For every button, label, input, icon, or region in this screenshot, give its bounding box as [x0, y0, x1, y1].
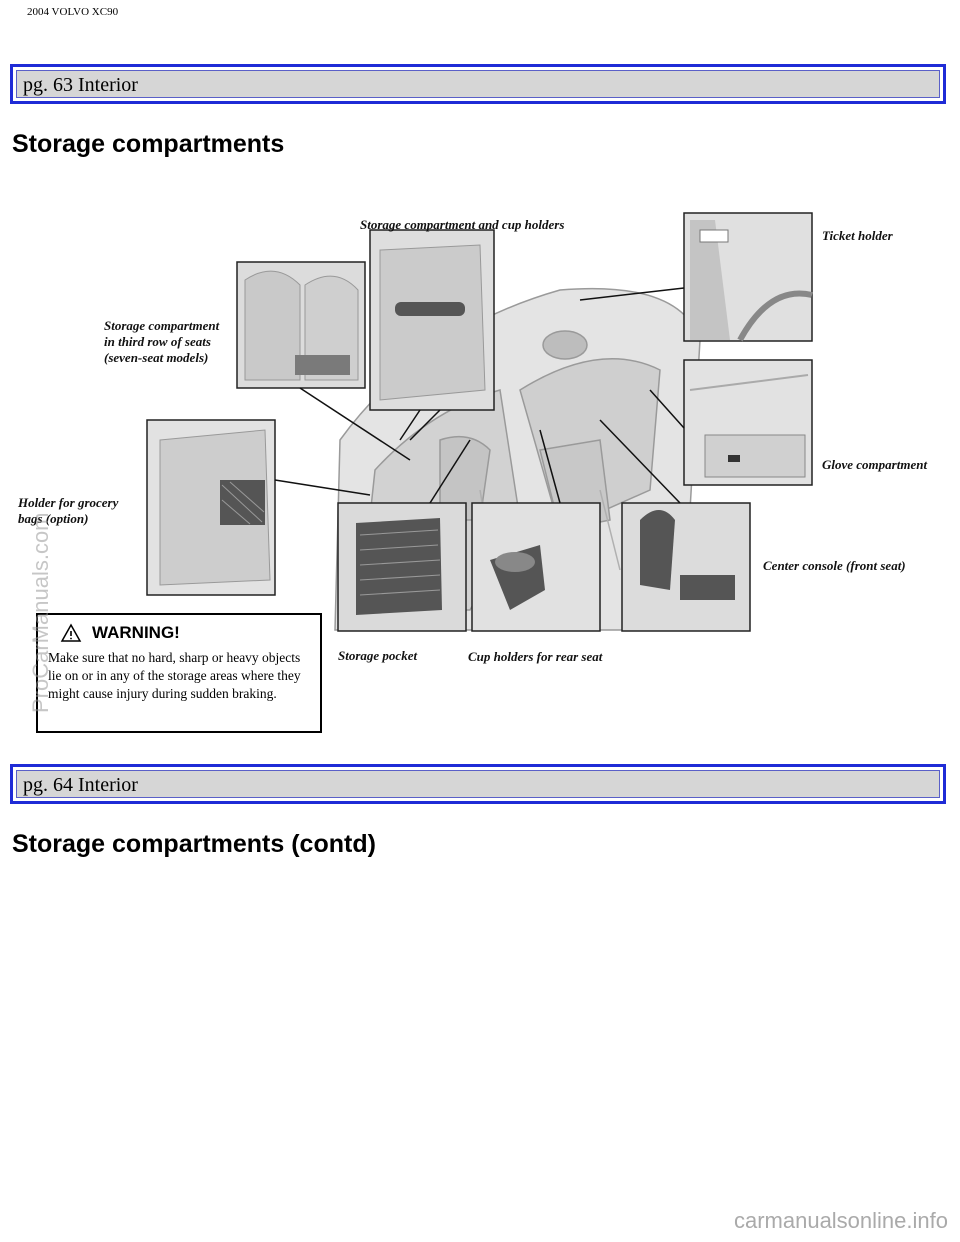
warning-heading: WARNING!: [60, 623, 310, 643]
page-bar-label: pg. 64 Interior: [16, 770, 940, 798]
label-storage-cup-holders: Storage compartment and cup holders: [360, 217, 565, 232]
label-storage-pocket: Storage pocket: [338, 648, 418, 663]
inset-ticket: [683, 212, 813, 342]
warning-title: WARNING!: [92, 623, 180, 642]
label-grocery-holder: Holder for grocery bags (option): [18, 495, 119, 526]
car-interior-illustration: [146, 212, 813, 632]
inset-storage-cup: [369, 229, 495, 411]
warning-text: Make sure that no hard, sharp or heavy o…: [48, 650, 301, 701]
page-bar-63: pg. 63 Interior: [10, 64, 946, 104]
warning-triangle-icon: [60, 623, 82, 642]
document-header: 2004 VOLVO XC90: [27, 6, 119, 18]
label-center-console: Center console (front seat): [763, 558, 906, 573]
page-bar-64: pg. 64 Interior: [10, 764, 946, 804]
watermark-bottom: carmanualsonline.info: [733, 1208, 948, 1233]
inset-third-row: [236, 261, 366, 389]
inset-storage-pocket: [337, 502, 467, 632]
section-title-contd: Storage compartments (contd): [12, 830, 376, 858]
watermark-side: ProCarManuals.com: [28, 512, 53, 713]
warning-box: WARNING! Make sure that no hard, sharp o…: [36, 613, 322, 733]
inset-grocery: [146, 419, 276, 596]
label-glove-compartment: Glove compartment: [822, 457, 928, 472]
label-cup-holders-rear: Cup holders for rear seat: [468, 649, 603, 664]
storage-compartments-figure: Storage compartment and cup holders Tick…: [0, 190, 960, 740]
inset-glove: [683, 359, 813, 486]
section-title: Storage compartments: [12, 130, 285, 158]
inset-center-console: [621, 502, 751, 632]
leader-lines: [274, 287, 685, 504]
inset-cup-rear: [471, 502, 601, 632]
label-third-row-storage: Storage compartment in third row of seat…: [104, 318, 220, 365]
label-ticket-holder: Ticket holder: [822, 228, 893, 243]
page-bar-label: pg. 63 Interior: [16, 70, 940, 98]
